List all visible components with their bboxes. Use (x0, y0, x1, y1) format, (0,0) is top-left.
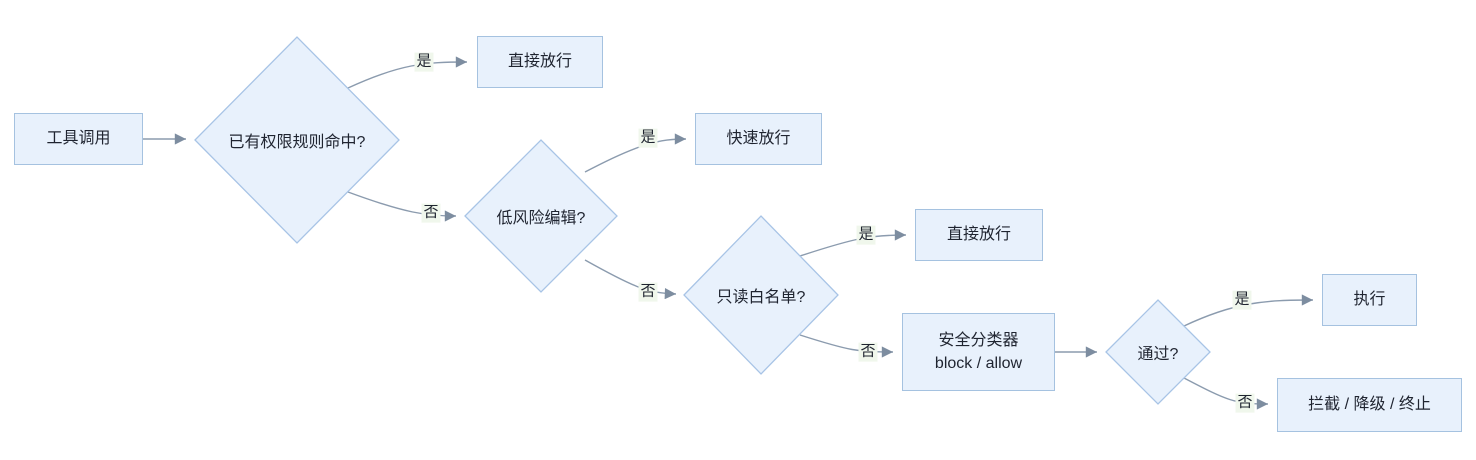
edge-label-lowrisk-yes: 是 (638, 128, 658, 148)
edge-label-passq-yes: 是 (1232, 290, 1252, 310)
edge-label-whitelist-no: 否 (858, 342, 878, 362)
diamond-readonly-whitelist-label: 只读白名单? (716, 289, 806, 306)
edge-label-passq-no: 否 (1235, 393, 1255, 413)
node-block-label: 拦截 / 降级 / 终止 (1308, 396, 1431, 414)
node-classifier: 安全分类器 block / allow (902, 313, 1055, 391)
diamond-pass-q (1105, 299, 1211, 405)
node-execute: 执行 (1322, 274, 1417, 326)
diamond-perm-check (194, 36, 400, 244)
diamond-readonly-whitelist (683, 215, 839, 375)
diamond-low-risk (464, 139, 618, 293)
node-pass-direct-1: 直接放行 (477, 36, 603, 88)
edge-lowrisk-no (584, 259, 677, 300)
edge-passq-no (1183, 377, 1269, 410)
edge-whitelist-yes (799, 229, 907, 257)
node-classifier-line1: 安全分类器 (938, 331, 1019, 349)
edge-label-whitelist-yes: 是 (856, 225, 876, 245)
node-fast-pass: 快速放行 (695, 113, 822, 165)
edge-lowrisk-yes (584, 133, 687, 173)
node-start: 工具调用 (14, 113, 143, 165)
diamond-perm-check-label: 已有权限规则命中? (228, 134, 366, 151)
edge-label-perm-yes: 是 (414, 52, 434, 72)
edge-whitelist-no (799, 334, 894, 358)
edge-label-perm-no: 否 (421, 203, 441, 223)
edge-perm-no (347, 191, 457, 222)
node-pass-direct-2-label: 直接放行 (946, 226, 1011, 244)
edge-label-lowrisk-no: 否 (638, 282, 658, 302)
diamond-low-risk-label: 低风险编辑? (496, 210, 586, 227)
node-pass-direct-1-label: 直接放行 (507, 53, 572, 71)
node-execute-label: 执行 (1353, 291, 1386, 309)
node-pass-direct-2: 直接放行 (915, 209, 1043, 261)
node-classifier-line2: block / allow (934, 355, 1023, 372)
node-block: 拦截 / 降级 / 终止 (1277, 378, 1462, 432)
decision-diamonds (194, 36, 1211, 405)
node-start-label: 工具调用 (46, 130, 111, 148)
node-fast-pass-label: 快速放行 (726, 130, 791, 148)
diamond-pass-q-label: 通过? (1137, 346, 1179, 363)
edge-perm-yes (347, 56, 468, 89)
